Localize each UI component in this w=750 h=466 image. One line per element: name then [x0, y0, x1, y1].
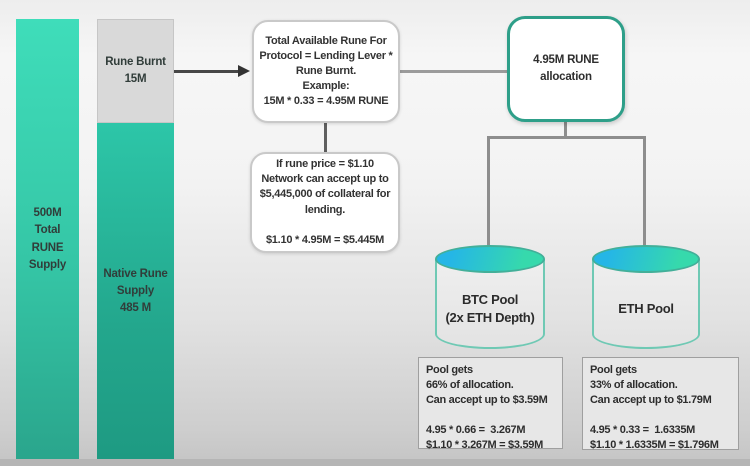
price-box: If rune price = $1.10 Network can accept… [250, 152, 400, 253]
eth-pool-cylinder-body: ETH Pool [592, 259, 700, 349]
allocation-box: 4.95M RUNE allocation [507, 16, 625, 122]
cylinder-top-icon [592, 245, 700, 273]
total-supply-label: 500M Total RUNE Supply [28, 207, 67, 271]
rune-burnt-label: Rune Burnt 15M [105, 55, 166, 85]
eth-pool-details-box: Pool gets 33% of allocation. Can accept … [582, 357, 739, 451]
arrow-right-icon [238, 65, 250, 77]
allocation-text: 4.95M RUNE allocation [533, 54, 599, 83]
eth-pool-cylinder: ETH Pool [592, 245, 700, 349]
connector-branch-right [643, 136, 646, 246]
btc-pool-cylinder: BTC Pool (2x ETH Depth) [435, 245, 545, 349]
rune-burnt-segment: Rune Burnt 15M [97, 19, 174, 123]
total-supply-bar: 500M Total RUNE Supply [16, 19, 79, 460]
btc-pool-details-box: Pool gets 66% of allocation. Can accept … [418, 357, 563, 451]
formula-box: Total Available Rune For Protocol = Lend… [252, 20, 400, 123]
connector-branch-left [487, 136, 490, 246]
connector-allocation-down [564, 122, 567, 138]
eth-pool-label: ETH Pool [618, 301, 674, 317]
bottom-edge-strip [0, 459, 750, 466]
connector-branch-horizontal [487, 136, 646, 139]
connector-formula-to-allocation [400, 70, 507, 73]
native-supply-label: Native Rune Supply 485 M [103, 267, 168, 315]
cylinder-top-icon [435, 245, 545, 273]
connector-formula-to-price [324, 123, 327, 152]
native-supply-segment: Native Rune Supply 485 M [97, 123, 174, 460]
btc-pool-cylinder-body: BTC Pool (2x ETH Depth) [435, 259, 545, 349]
btc-pool-label: BTC Pool (2x ETH Depth) [445, 292, 535, 325]
price-text: If rune price = $1.10 Network can accept… [259, 157, 391, 246]
formula-text: Total Available Rune For Protocol = Lend… [259, 34, 393, 108]
arrow-connector-line [174, 70, 240, 73]
